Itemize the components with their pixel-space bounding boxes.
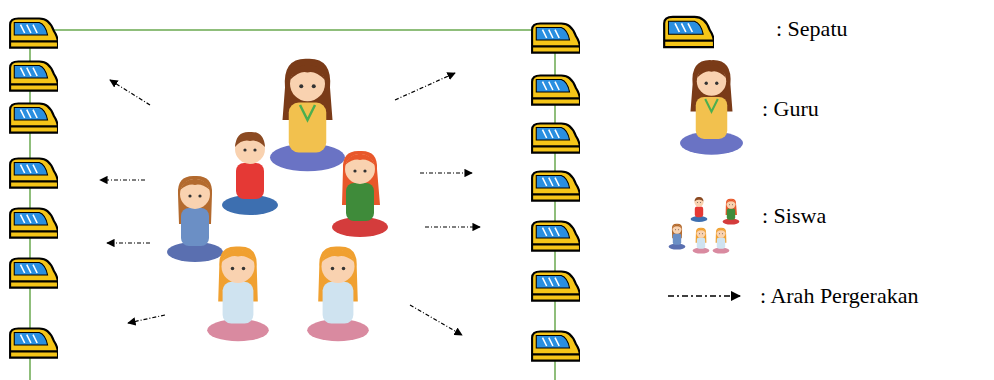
student-figure (222, 132, 278, 215)
legend-arrow (668, 295, 740, 297)
sitting-circle (167, 59, 388, 342)
legend-student (723, 199, 740, 225)
legend-label: : Sepatu (776, 16, 848, 42)
legend-samples (664, 17, 743, 296)
legend-student (691, 197, 708, 222)
student-figure (307, 247, 369, 342)
teacher-figure (270, 59, 345, 172)
legend-student (693, 228, 710, 254)
legend-student (669, 224, 686, 250)
shoe-row-right (532, 23, 580, 360)
legend-label: : Siswa (762, 203, 826, 229)
legend-teacher (680, 60, 743, 155)
shoe-row-left (10, 18, 58, 357)
legend-shoe (664, 17, 714, 47)
movement-arrows (100, 73, 480, 335)
student-figure (167, 176, 223, 262)
student-figure (207, 247, 269, 342)
boundary-lines (30, 30, 555, 380)
legend-label: : Guru (762, 96, 819, 122)
student-figure (332, 151, 388, 237)
legend-student (713, 228, 730, 254)
legend-label: : Arah Pergerakan (760, 283, 918, 309)
